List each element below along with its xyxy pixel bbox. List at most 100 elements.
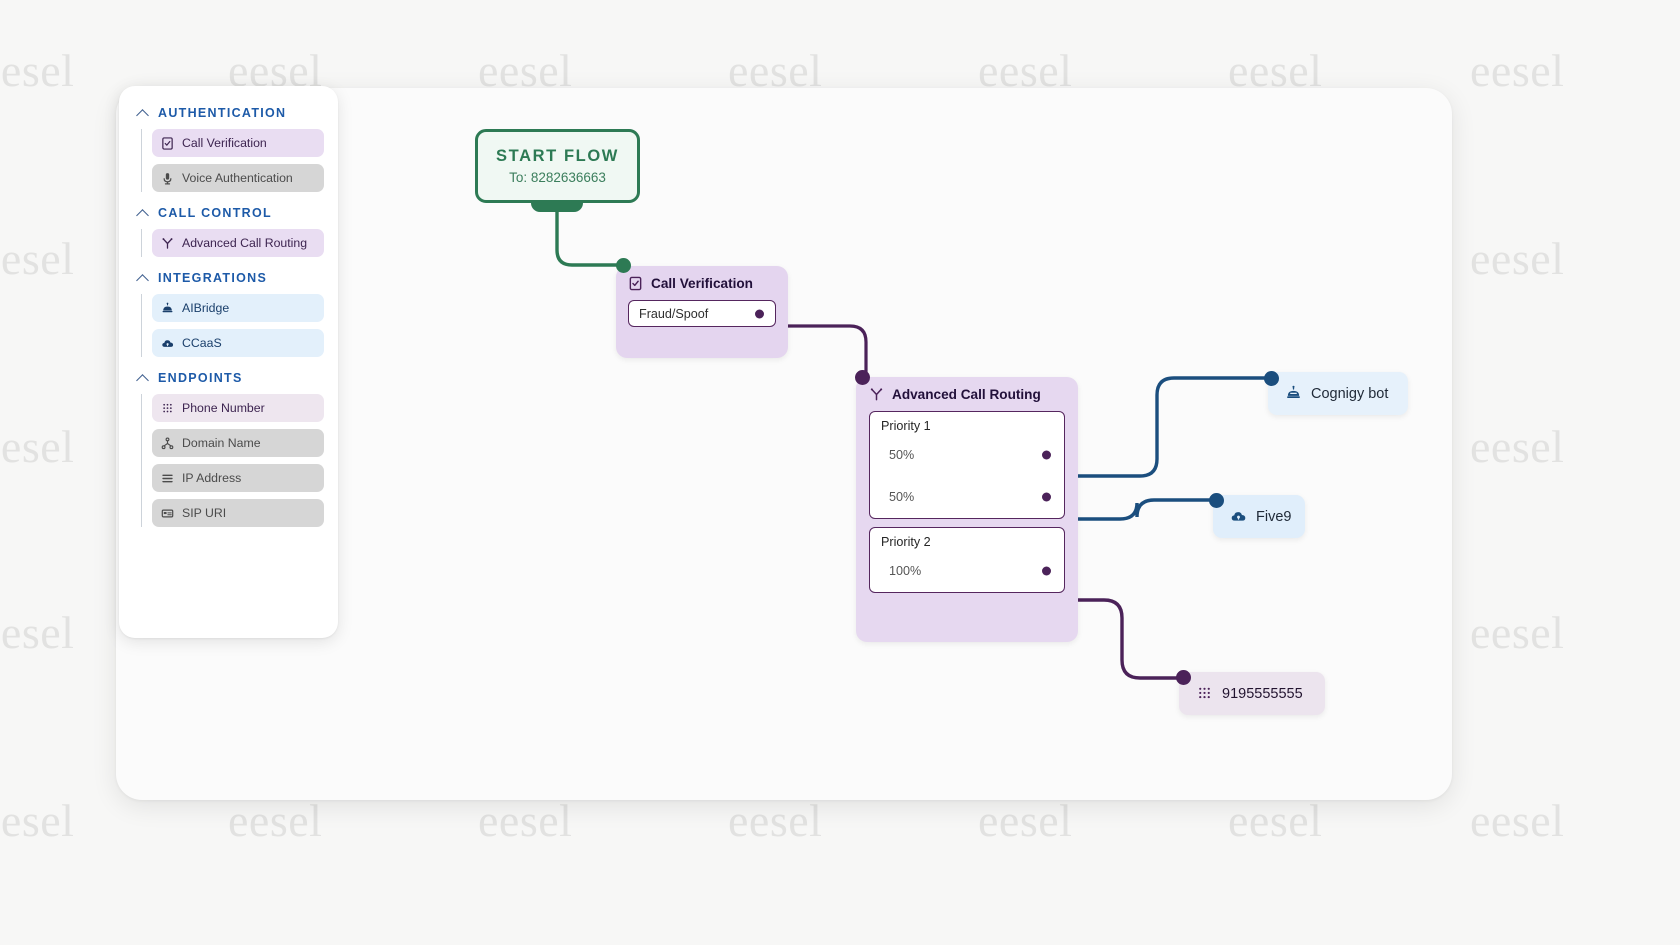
- row-output-dot[interactable]: [1042, 450, 1051, 460]
- watermark-text: eesel: [1470, 795, 1565, 846]
- network-icon: [161, 436, 174, 450]
- priority-label: Priority 2: [881, 535, 931, 549]
- checkbox-icon: [161, 136, 174, 150]
- sidebar-group-title: CALL CONTROL: [158, 206, 272, 220]
- advanced-call-routing-node[interactable]: Advanced Call Routing Priority 1 50% 50%…: [856, 377, 1078, 642]
- cloud-icon: [1230, 508, 1247, 525]
- start-flow-tab: [531, 200, 583, 212]
- sidebar-item-voice-authentication[interactable]: Voice Authentication: [152, 164, 324, 192]
- row-output-dot[interactable]: [1042, 566, 1051, 576]
- sidebar-item-aibridge[interactable]: AIBridge: [152, 294, 324, 322]
- checkbox-icon: [628, 276, 643, 291]
- chevron-up-icon: [137, 272, 150, 285]
- row-label: Fraud/Spoof: [639, 306, 709, 321]
- sidebar-item-advanced-call-routing[interactable]: Advanced Call Routing: [152, 229, 324, 257]
- sidebar-item-ip-address[interactable]: IP Address: [152, 464, 324, 492]
- watermark-text: eesel: [728, 795, 823, 846]
- sidebar-group-header[interactable]: INTEGRATIONS: [133, 271, 324, 285]
- keypad-icon: [161, 402, 174, 415]
- sidebar-item-ccaas[interactable]: CCaaS: [152, 329, 324, 357]
- destination-label: Five9: [1256, 508, 1292, 525]
- call-verification-row-fraud-spoof[interactable]: Fraud/Spoof: [628, 300, 776, 327]
- endpoint-verification-input[interactable]: [616, 258, 631, 273]
- chevron-up-icon: [137, 207, 150, 220]
- sidebar-group-title: ENDPOINTS: [158, 371, 243, 385]
- destination-node-cognigy-bot[interactable]: Cognigy bot: [1268, 372, 1408, 415]
- row-output-dot[interactable]: [1042, 492, 1051, 502]
- watermark-text: eesel: [0, 45, 75, 96]
- start-flow-node[interactable]: START FLOW To: 8282636663: [475, 129, 640, 203]
- watermark-text: eesel: [1470, 421, 1565, 472]
- sidebar-group-title: AUTHENTICATION: [158, 106, 287, 120]
- sidebar-item-call-verification[interactable]: Call Verification: [152, 129, 324, 157]
- priority-label: Priority 1: [881, 419, 931, 433]
- sidebar-item-label: CCaaS: [182, 336, 222, 350]
- microphone-icon: [161, 172, 174, 185]
- keypad-icon: [1196, 685, 1213, 702]
- sidebar-group-header[interactable]: AUTHENTICATION: [133, 106, 324, 120]
- card-icon: [161, 507, 174, 520]
- sidebar-group-items: Advanced Call Routing: [141, 229, 324, 257]
- call-verification-title: Call Verification: [651, 276, 753, 291]
- sidebar-item-label: Domain Name: [182, 436, 261, 450]
- destination-node-phone-number[interactable]: 9195555555: [1179, 672, 1325, 715]
- watermark-text: eesel: [978, 795, 1073, 846]
- destination-label: Cognigy bot: [1311, 385, 1389, 402]
- endpoint-routing-input[interactable]: [855, 370, 870, 385]
- sidebar-item-label: Call Verification: [182, 136, 267, 150]
- row-output-dot[interactable]: [755, 309, 764, 318]
- watermark-text: eesel: [1470, 607, 1565, 658]
- bot-icon: [161, 302, 174, 315]
- watermark-text: eesel: [1470, 233, 1565, 284]
- watermark-text: eesel: [0, 421, 75, 472]
- priority-row-value: 50%: [889, 448, 915, 462]
- call-verification-header: Call Verification: [628, 276, 776, 291]
- branch-icon: [161, 237, 174, 250]
- sidebar-group-header[interactable]: ENDPOINTS: [133, 371, 324, 385]
- bot-icon: [1285, 385, 1302, 402]
- list-icon: [161, 472, 174, 485]
- destination-label: 9195555555: [1222, 685, 1303, 702]
- priority-row[interactable]: 50%: [870, 485, 1064, 509]
- priority-group-2[interactable]: Priority 2 100%: [869, 527, 1065, 593]
- sidebar-item-phone-number[interactable]: Phone Number: [152, 394, 324, 422]
- call-verification-node[interactable]: Call Verification Fraud/Spoof: [616, 266, 788, 358]
- sidebar-item-label: Advanced Call Routing: [182, 236, 308, 250]
- priority-row-value: 50%: [889, 490, 915, 504]
- sidebar-group-header[interactable]: CALL CONTROL: [133, 206, 324, 220]
- sidebar-item-domain-name[interactable]: Domain Name: [152, 429, 324, 457]
- sidebar-group-call-control: CALL CONTROL Advanced Call Routing: [133, 206, 324, 257]
- watermark-text: eesel: [0, 795, 75, 846]
- destination-node-five9[interactable]: Five9: [1213, 495, 1305, 538]
- cloud-icon: [161, 337, 174, 350]
- chevron-up-icon: [137, 372, 150, 385]
- sidebar-item-label: Voice Authentication: [182, 171, 293, 185]
- sidebar-item-label: AIBridge: [182, 301, 230, 315]
- endpoint-phone-input[interactable]: [1176, 670, 1191, 685]
- branch-icon: [869, 387, 884, 402]
- priority-row[interactable]: 50%: [870, 443, 1064, 467]
- watermark-text: eesel: [0, 233, 75, 284]
- sidebar-item-sip-uri[interactable]: SIP URI: [152, 499, 324, 527]
- endpoint-five9-input[interactable]: [1209, 493, 1224, 508]
- sidebar-group-title: INTEGRATIONS: [158, 271, 268, 285]
- watermark-text: eesel: [478, 795, 573, 846]
- priority-group-1[interactable]: Priority 1 50% 50%: [869, 411, 1065, 519]
- watermark-text: eesel: [0, 607, 75, 658]
- chevron-up-icon: [137, 107, 150, 120]
- start-flow-title: START FLOW: [496, 147, 619, 165]
- sidebar-item-label: IP Address: [182, 471, 242, 485]
- endpoint-cognigy-input[interactable]: [1264, 371, 1279, 386]
- priority-row[interactable]: 100%: [870, 559, 1064, 583]
- watermark-text: eesel: [1228, 795, 1323, 846]
- advanced-routing-title: Advanced Call Routing: [892, 387, 1041, 402]
- priority-row-value: 100%: [889, 564, 922, 578]
- advanced-routing-header: Advanced Call Routing: [869, 387, 1065, 402]
